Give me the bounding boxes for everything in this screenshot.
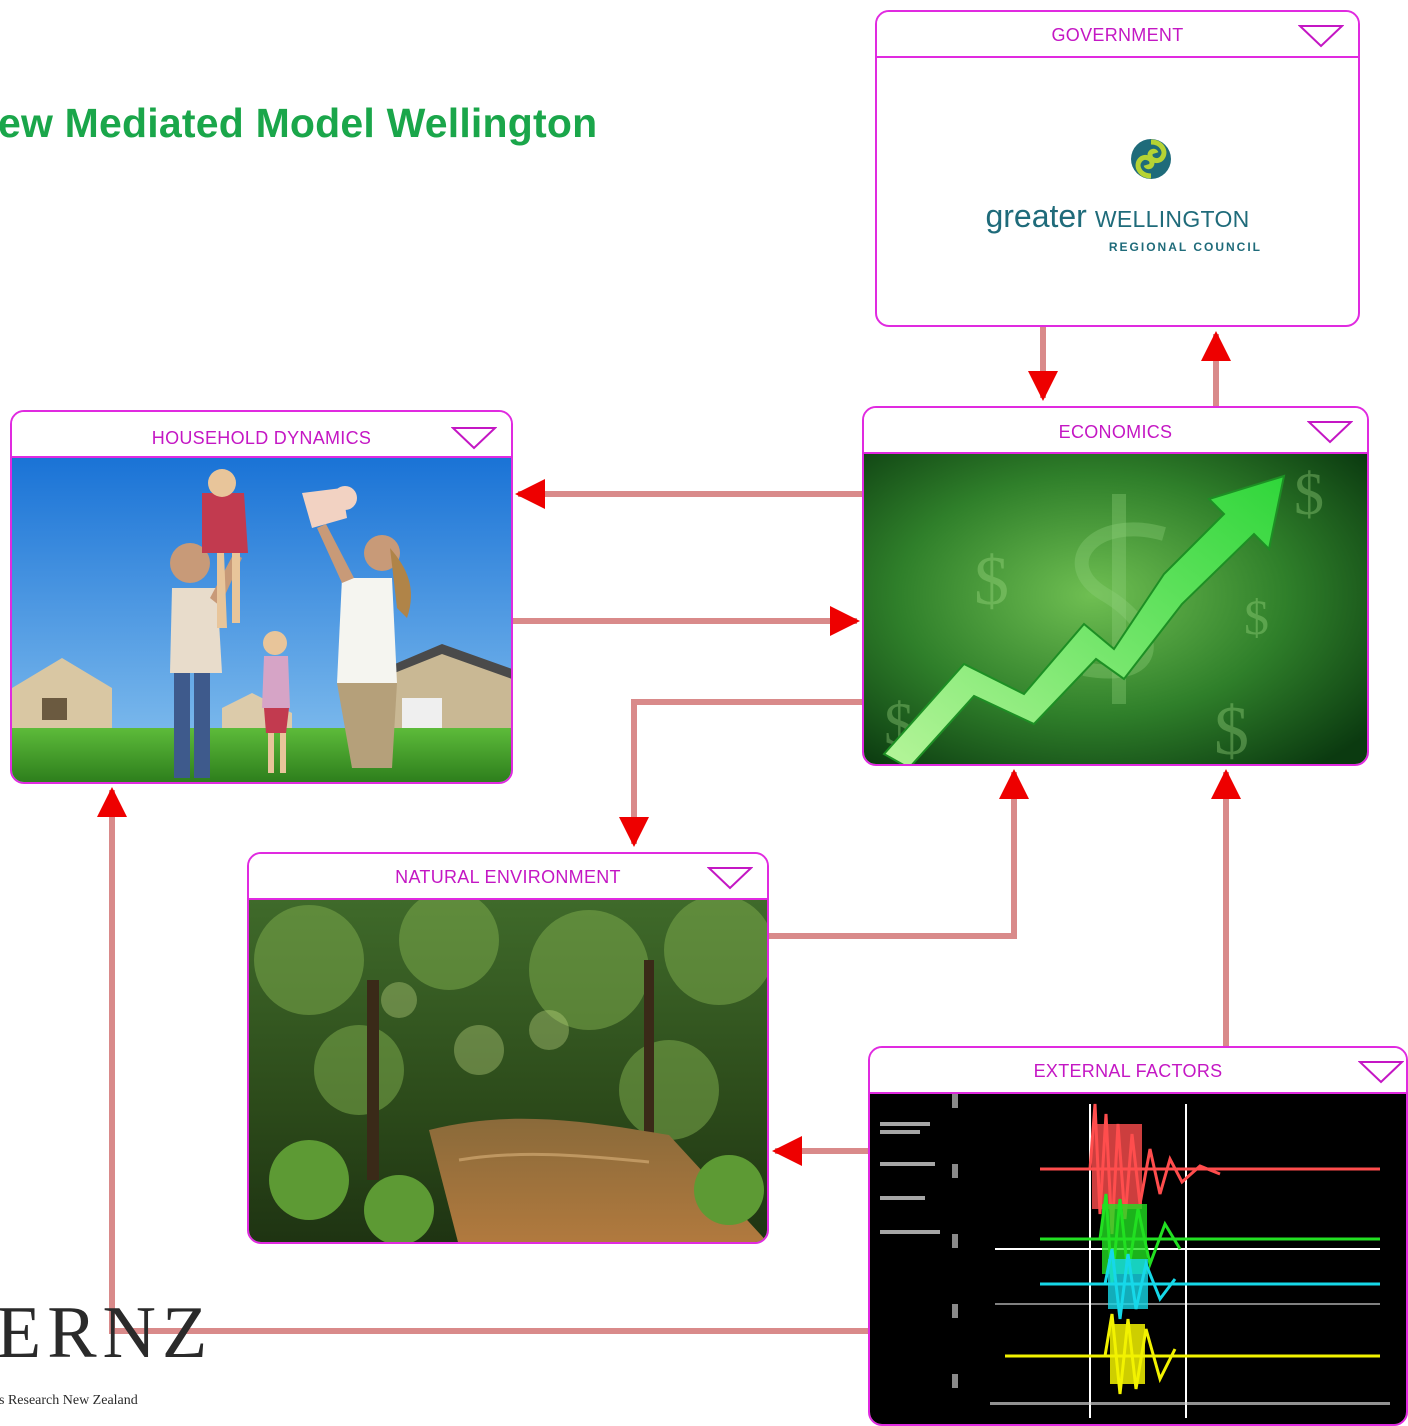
external-image-art bbox=[870, 1094, 1406, 1424]
panel-household-header: HOUSEHOLD DYNAMICS bbox=[12, 412, 511, 458]
trace-red bbox=[1040, 1103, 1380, 1235]
panel-government[interactable]: GOVERNMENT greater WELLINGTON REGIONAL C… bbox=[875, 10, 1360, 327]
ernz-logo-tagline: s Research New Zealand bbox=[0, 1393, 138, 1408]
ernz-logo-mark: ERNZ bbox=[0, 1292, 214, 1374]
green-dollar-rising-arrow-photo: $ $ $ $ $ bbox=[864, 454, 1367, 764]
collapse-triangle-icon[interactable] bbox=[1307, 420, 1353, 444]
arrow-external-to-household bbox=[97, 787, 868, 1334]
gwrc-logo-wordmark: greater WELLINGTON bbox=[877, 198, 1358, 235]
panel-external-factors[interactable]: EXTERNAL FACTORS bbox=[868, 1046, 1408, 1426]
panel-natural-environment[interactable]: NATURAL ENVIRONMENT bbox=[247, 852, 769, 1244]
forest-stream-photo bbox=[249, 900, 767, 1242]
arrow-natural-to-economics bbox=[769, 769, 1029, 939]
collapse-triangle-icon[interactable] bbox=[1298, 24, 1344, 48]
svg-text:$: $ bbox=[1294, 461, 1324, 527]
panel-economics-header: ECONOMICS bbox=[864, 408, 1367, 454]
panel-natural-header: NATURAL ENVIRONMENT bbox=[249, 854, 767, 900]
panel-economics-label: ECONOMICS bbox=[1058, 422, 1173, 442]
trace-yellow bbox=[1005, 1313, 1380, 1395]
household-image-art bbox=[12, 458, 511, 782]
svg-text:$: $ bbox=[1214, 693, 1249, 764]
panel-external-label: EXTERNAL FACTORS bbox=[1033, 1061, 1223, 1081]
natural-image-art bbox=[249, 900, 767, 1242]
collapse-triangle-icon[interactable] bbox=[707, 866, 753, 890]
gwrc-logo-subtitle: REGIONAL COUNCIL bbox=[1108, 240, 1262, 254]
panel-government-body: greater WELLINGTON REGIONAL COUNCIL bbox=[877, 58, 1358, 325]
family-on-lawn-photo bbox=[12, 458, 511, 782]
arrow-economics-to-natural bbox=[619, 699, 862, 847]
panel-household-label: HOUSEHOLD DYNAMICS bbox=[151, 428, 372, 448]
panel-government-label: GOVERNMENT bbox=[1051, 25, 1184, 45]
seismograph-traces-image bbox=[870, 1094, 1406, 1424]
economics-image-art: $ $ $ $ $ bbox=[864, 454, 1367, 764]
svg-text:$: $ bbox=[1244, 589, 1269, 645]
svg-text:$: $ bbox=[974, 543, 1009, 620]
collapse-triangle-icon[interactable] bbox=[1358, 1060, 1404, 1084]
collapse-triangle-icon[interactable] bbox=[451, 426, 497, 450]
gwrc-logo-word2: WELLINGTON bbox=[1094, 206, 1250, 232]
panel-economics[interactable]: ECONOMICS $ bbox=[862, 406, 1369, 766]
panel-natural-label: NATURAL ENVIRONMENT bbox=[395, 867, 621, 887]
panel-household-dynamics[interactable]: HOUSEHOLD DYNAMICS bbox=[10, 410, 513, 784]
gwrc-logo-word1: greater bbox=[985, 198, 1087, 234]
swirl-logo-icon bbox=[1131, 139, 1171, 179]
trace-cyan bbox=[1040, 1248, 1380, 1320]
page-title: ew Mediated Model Wellington bbox=[0, 100, 598, 146]
panel-external-header: EXTERNAL FACTORS bbox=[870, 1048, 1406, 1094]
panel-government-header: GOVERNMENT bbox=[877, 12, 1358, 58]
